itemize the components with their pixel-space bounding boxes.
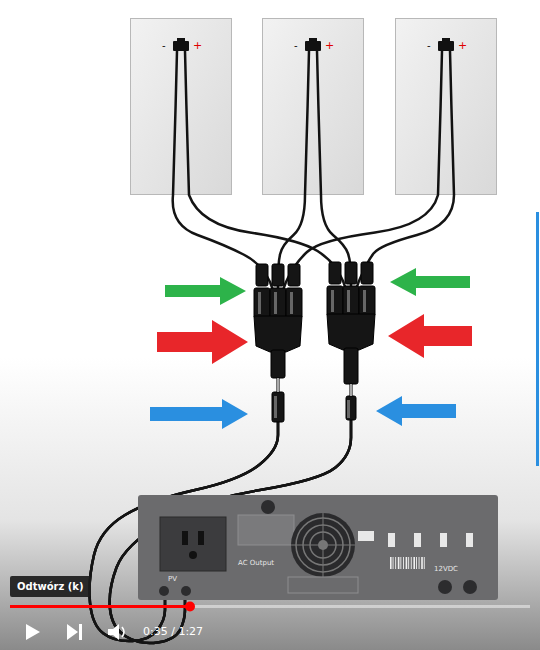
side-bar bbox=[536, 212, 539, 466]
node-text: - bbox=[294, 40, 298, 52]
blue-arrow bbox=[150, 399, 248, 429]
solar-panel-face bbox=[262, 18, 364, 195]
node-text: + bbox=[325, 39, 334, 52]
volume-icon bbox=[108, 624, 119, 640]
red-arrow bbox=[388, 314, 472, 358]
green-arrow bbox=[165, 277, 246, 305]
time-label: 0:35 / 1:27 bbox=[143, 625, 203, 638]
solar-panel-face bbox=[130, 18, 232, 195]
node-text: AC Output bbox=[238, 559, 274, 567]
inverter-housing: AC OutputPV 12VDC bbox=[138, 495, 498, 600]
node-text: Odtwórz (k) bbox=[17, 581, 84, 593]
node-text: 12VDC bbox=[434, 565, 458, 573]
blue-arrow bbox=[376, 396, 456, 426]
red-arrow bbox=[157, 320, 248, 364]
node-text: - bbox=[427, 40, 431, 52]
node-text: PV bbox=[168, 575, 177, 583]
solar-panel: -+ bbox=[262, 18, 364, 195]
solar-panel: -+ bbox=[130, 18, 232, 195]
node-text: - bbox=[162, 40, 166, 52]
play-icon bbox=[26, 624, 40, 640]
tooltip: Odtwórz (k) bbox=[10, 576, 91, 597]
inverter-panel bbox=[138, 495, 498, 600]
solar-panel: -+ bbox=[395, 18, 497, 195]
node-text: + bbox=[193, 39, 202, 52]
branch-connector bbox=[327, 262, 375, 420]
progress-played bbox=[10, 605, 190, 608]
progress-knob bbox=[185, 602, 195, 612]
branch-connector bbox=[254, 264, 302, 422]
green-arrow bbox=[390, 268, 470, 296]
node-text: + bbox=[458, 39, 467, 52]
progress-track bbox=[10, 605, 530, 608]
solar-panel-face bbox=[395, 18, 497, 195]
next-icon bbox=[67, 624, 78, 640]
